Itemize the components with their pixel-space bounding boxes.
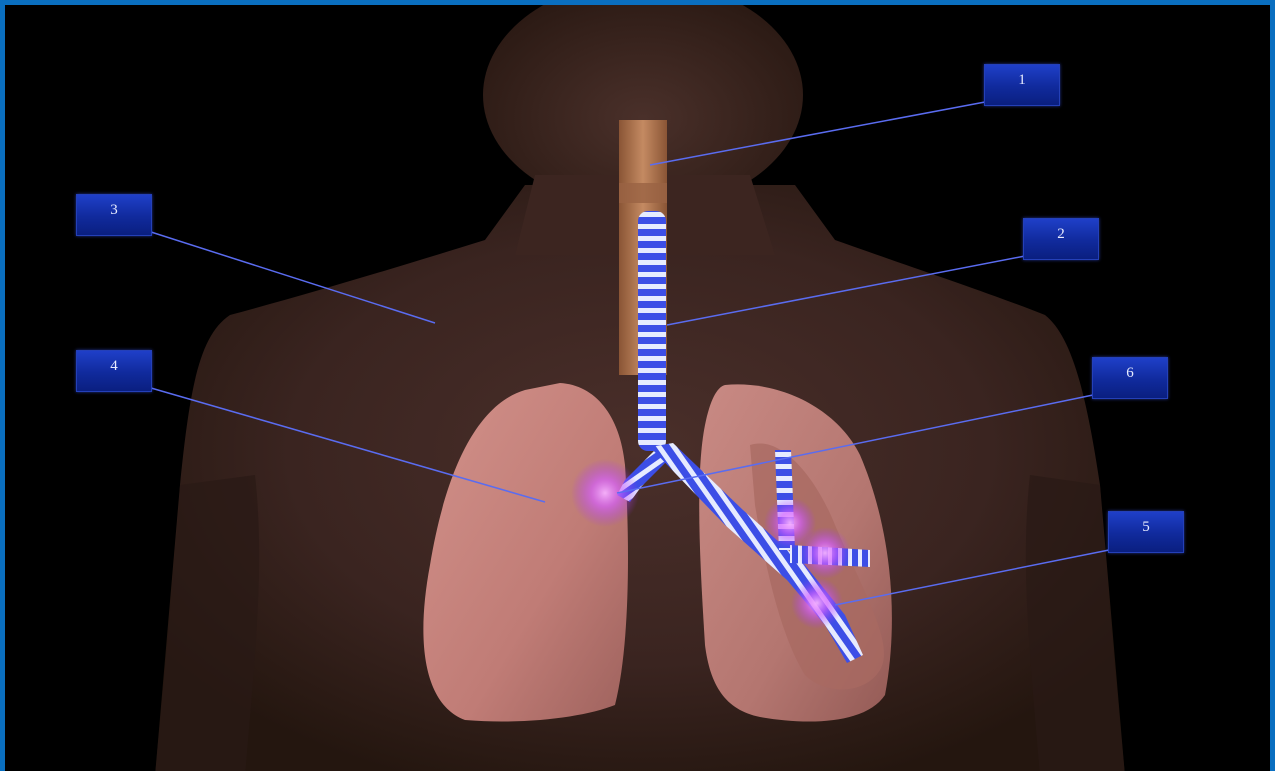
trachea-band [619, 183, 667, 203]
label-2[interactable]: 2 [1023, 218, 1099, 260]
label-6[interactable]: 6 [1092, 357, 1168, 399]
glow-lower [791, 577, 843, 629]
trachea [638, 211, 666, 451]
label-1[interactable]: 1 [984, 64, 1060, 106]
respiratory-illustration [5, 5, 1275, 771]
glow-middle [799, 527, 851, 579]
label-5[interactable]: 5 [1108, 511, 1184, 553]
label-4[interactable]: 4 [76, 350, 152, 392]
glow-left-bronchus [571, 459, 639, 527]
label-3[interactable]: 3 [76, 194, 152, 236]
left-arm [155, 475, 259, 771]
